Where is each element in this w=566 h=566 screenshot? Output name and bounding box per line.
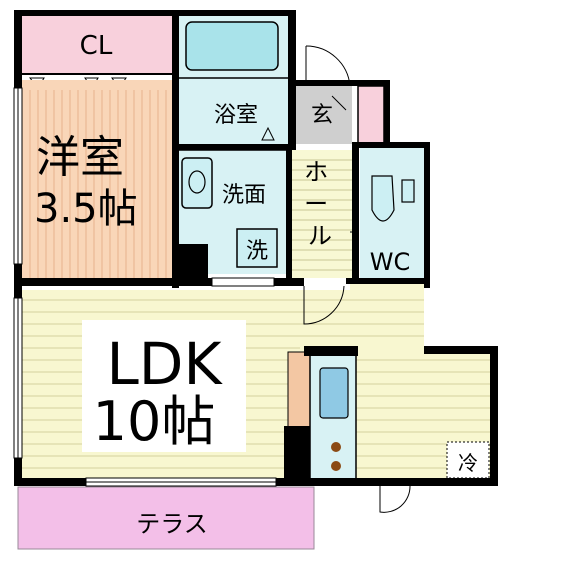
bathroom-label: 浴室: [214, 103, 258, 128]
western-room-name: 洋室: [36, 132, 124, 183]
toilet-tank: [401, 179, 415, 203]
refrigerator-label: 冷: [458, 451, 478, 475]
washbasin: [181, 157, 213, 209]
terrace-label: テラス: [136, 510, 208, 538]
stove-burner: [331, 442, 341, 452]
western-room-area: [22, 80, 172, 278]
closet-area: [18, 14, 173, 74]
washer-label: 洗: [246, 239, 268, 264]
kitchen-counter-back: [287, 351, 311, 429]
doors: [303, 231, 411, 513]
hall-label-char: ホ: [304, 158, 328, 186]
toilet-bowl: [371, 175, 395, 222]
hall-area: [292, 150, 352, 278]
terrace-area: [17, 486, 315, 550]
hall-label-char: ル: [308, 222, 332, 250]
ldk-size: 10帖: [93, 390, 216, 453]
entrance-label: 玄: [311, 103, 333, 128]
shoe-cabinet: [357, 85, 385, 145]
refrigerator-space: [446, 441, 490, 479]
hall-label: ホ ー ル: [304, 158, 336, 250]
hall-label-char: ー: [304, 190, 328, 218]
western-room-size: 3.5帖: [34, 186, 138, 232]
windows: [13, 87, 277, 487]
toilet-label: WC: [370, 248, 411, 276]
ldk-name: LDK: [106, 330, 223, 398]
washroom-label: 洗面: [222, 183, 266, 208]
stove-burner: [331, 461, 341, 471]
closet-label: CL: [80, 31, 113, 61]
kitchen-sink: [319, 367, 349, 419]
washing-machine: [236, 228, 278, 268]
bathtub: [185, 21, 279, 71]
entrance-area: [296, 86, 352, 144]
